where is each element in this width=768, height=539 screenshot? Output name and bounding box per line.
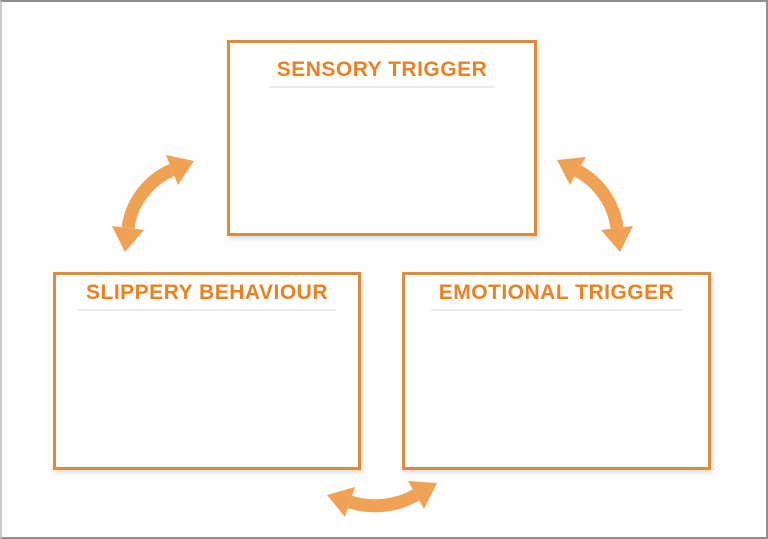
box-title-emotional-trigger: EMOTIONAL TRIGGER bbox=[430, 281, 683, 311]
arrow-head-left bbox=[327, 487, 355, 517]
box-title-sensory-trigger: SENSORY TRIGGER bbox=[268, 58, 496, 88]
arrow-head-down bbox=[601, 226, 633, 252]
right-curved-double-arrow-icon bbox=[557, 157, 633, 252]
arrow-arc bbox=[574, 165, 624, 230]
arrow-arc bbox=[348, 489, 420, 513]
arrow-arc bbox=[121, 164, 175, 230]
left-curved-double-arrow-icon bbox=[112, 155, 194, 252]
arrow-head-down bbox=[112, 226, 144, 252]
box-sensory-trigger: SENSORY TRIGGER bbox=[227, 40, 537, 236]
bottom-curved-double-arrow-icon bbox=[327, 481, 437, 517]
box-title-slippery-behaviour: SLIPPERY BEHAVIOUR bbox=[78, 281, 336, 311]
arrow-head-up-left bbox=[557, 157, 586, 185]
arrow-head-up-right bbox=[166, 155, 194, 185]
box-emotional-trigger: EMOTIONAL TRIGGER bbox=[402, 272, 711, 470]
arrow-head-right bbox=[408, 481, 437, 509]
box-slippery-behaviour: SLIPPERY BEHAVIOUR bbox=[53, 272, 361, 470]
